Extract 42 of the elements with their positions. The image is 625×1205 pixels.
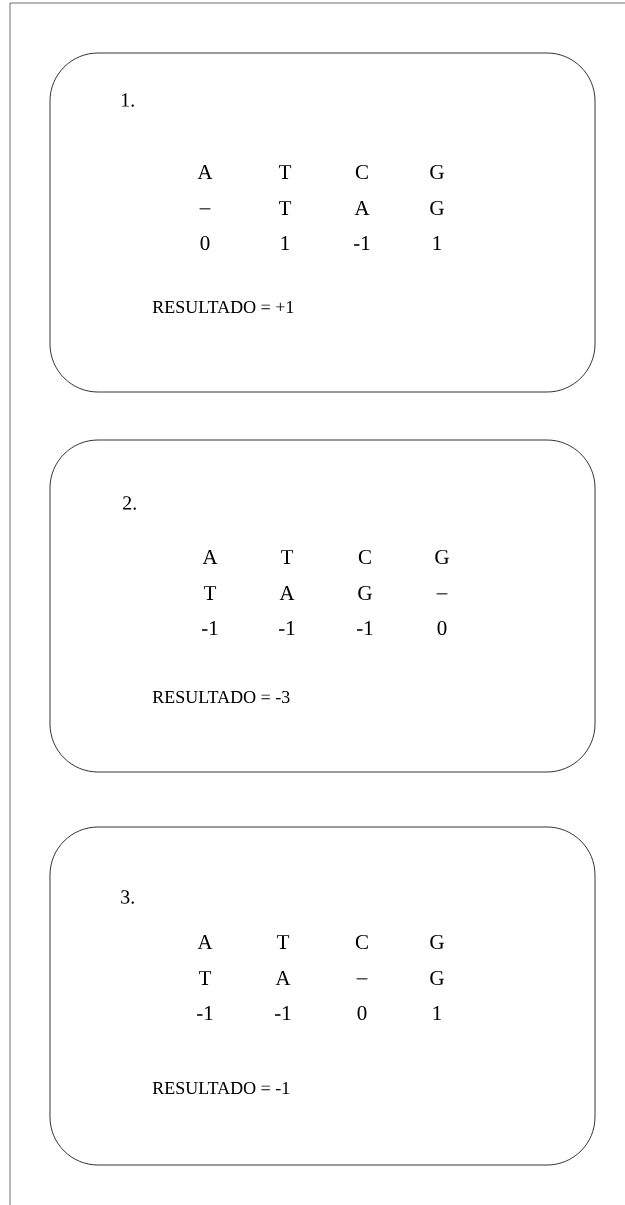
base-letter: T	[280, 550, 294, 564]
score-value: 1	[281, 236, 289, 250]
item-number: 1.	[121, 93, 134, 107]
base-letter: _	[199, 208, 211, 210]
result-text: RESULTADO = +1	[152, 300, 294, 314]
score-value: -1	[275, 1006, 291, 1020]
base-letter: G	[435, 549, 449, 565]
score-value: -1	[357, 621, 373, 635]
score-value: 1	[433, 1006, 441, 1020]
base-letter: T	[278, 201, 292, 215]
base-letter: A	[197, 935, 213, 949]
base-letter: C	[355, 934, 368, 950]
score-value: 0	[357, 1005, 367, 1021]
score-value: -1	[202, 621, 218, 635]
base-letter: G	[430, 934, 444, 950]
score-value: -1	[354, 236, 370, 250]
base-letter: T	[198, 971, 212, 985]
score-value: -1	[197, 1006, 213, 1020]
base-letter: T	[203, 586, 217, 600]
base-letter: G	[430, 200, 444, 216]
item-number: 3.	[121, 890, 134, 904]
base-letter: C	[358, 549, 371, 565]
score-value: 1	[433, 236, 441, 250]
base-letter: A	[197, 165, 213, 179]
score-value: 0	[437, 620, 447, 636]
base-letter: T	[278, 165, 292, 179]
base-letter: A	[275, 971, 291, 985]
base-letter: C	[355, 164, 368, 180]
score-value: 0	[200, 235, 210, 251]
base-letter: _	[436, 593, 448, 595]
base-letter: G	[430, 970, 444, 986]
base-letter: _	[356, 978, 368, 980]
result-text: RESULTADO = -3	[152, 690, 290, 704]
item-number: 2.	[123, 496, 136, 510]
base-letter: G	[430, 164, 444, 180]
base-letter: T	[276, 935, 290, 949]
base-letter: A	[279, 586, 295, 600]
result-text: RESULTADO = -1	[152, 1081, 290, 1095]
score-value: -1	[279, 621, 295, 635]
base-letter: A	[354, 201, 370, 215]
base-letter: G	[358, 585, 372, 601]
base-letter: A	[202, 550, 218, 564]
